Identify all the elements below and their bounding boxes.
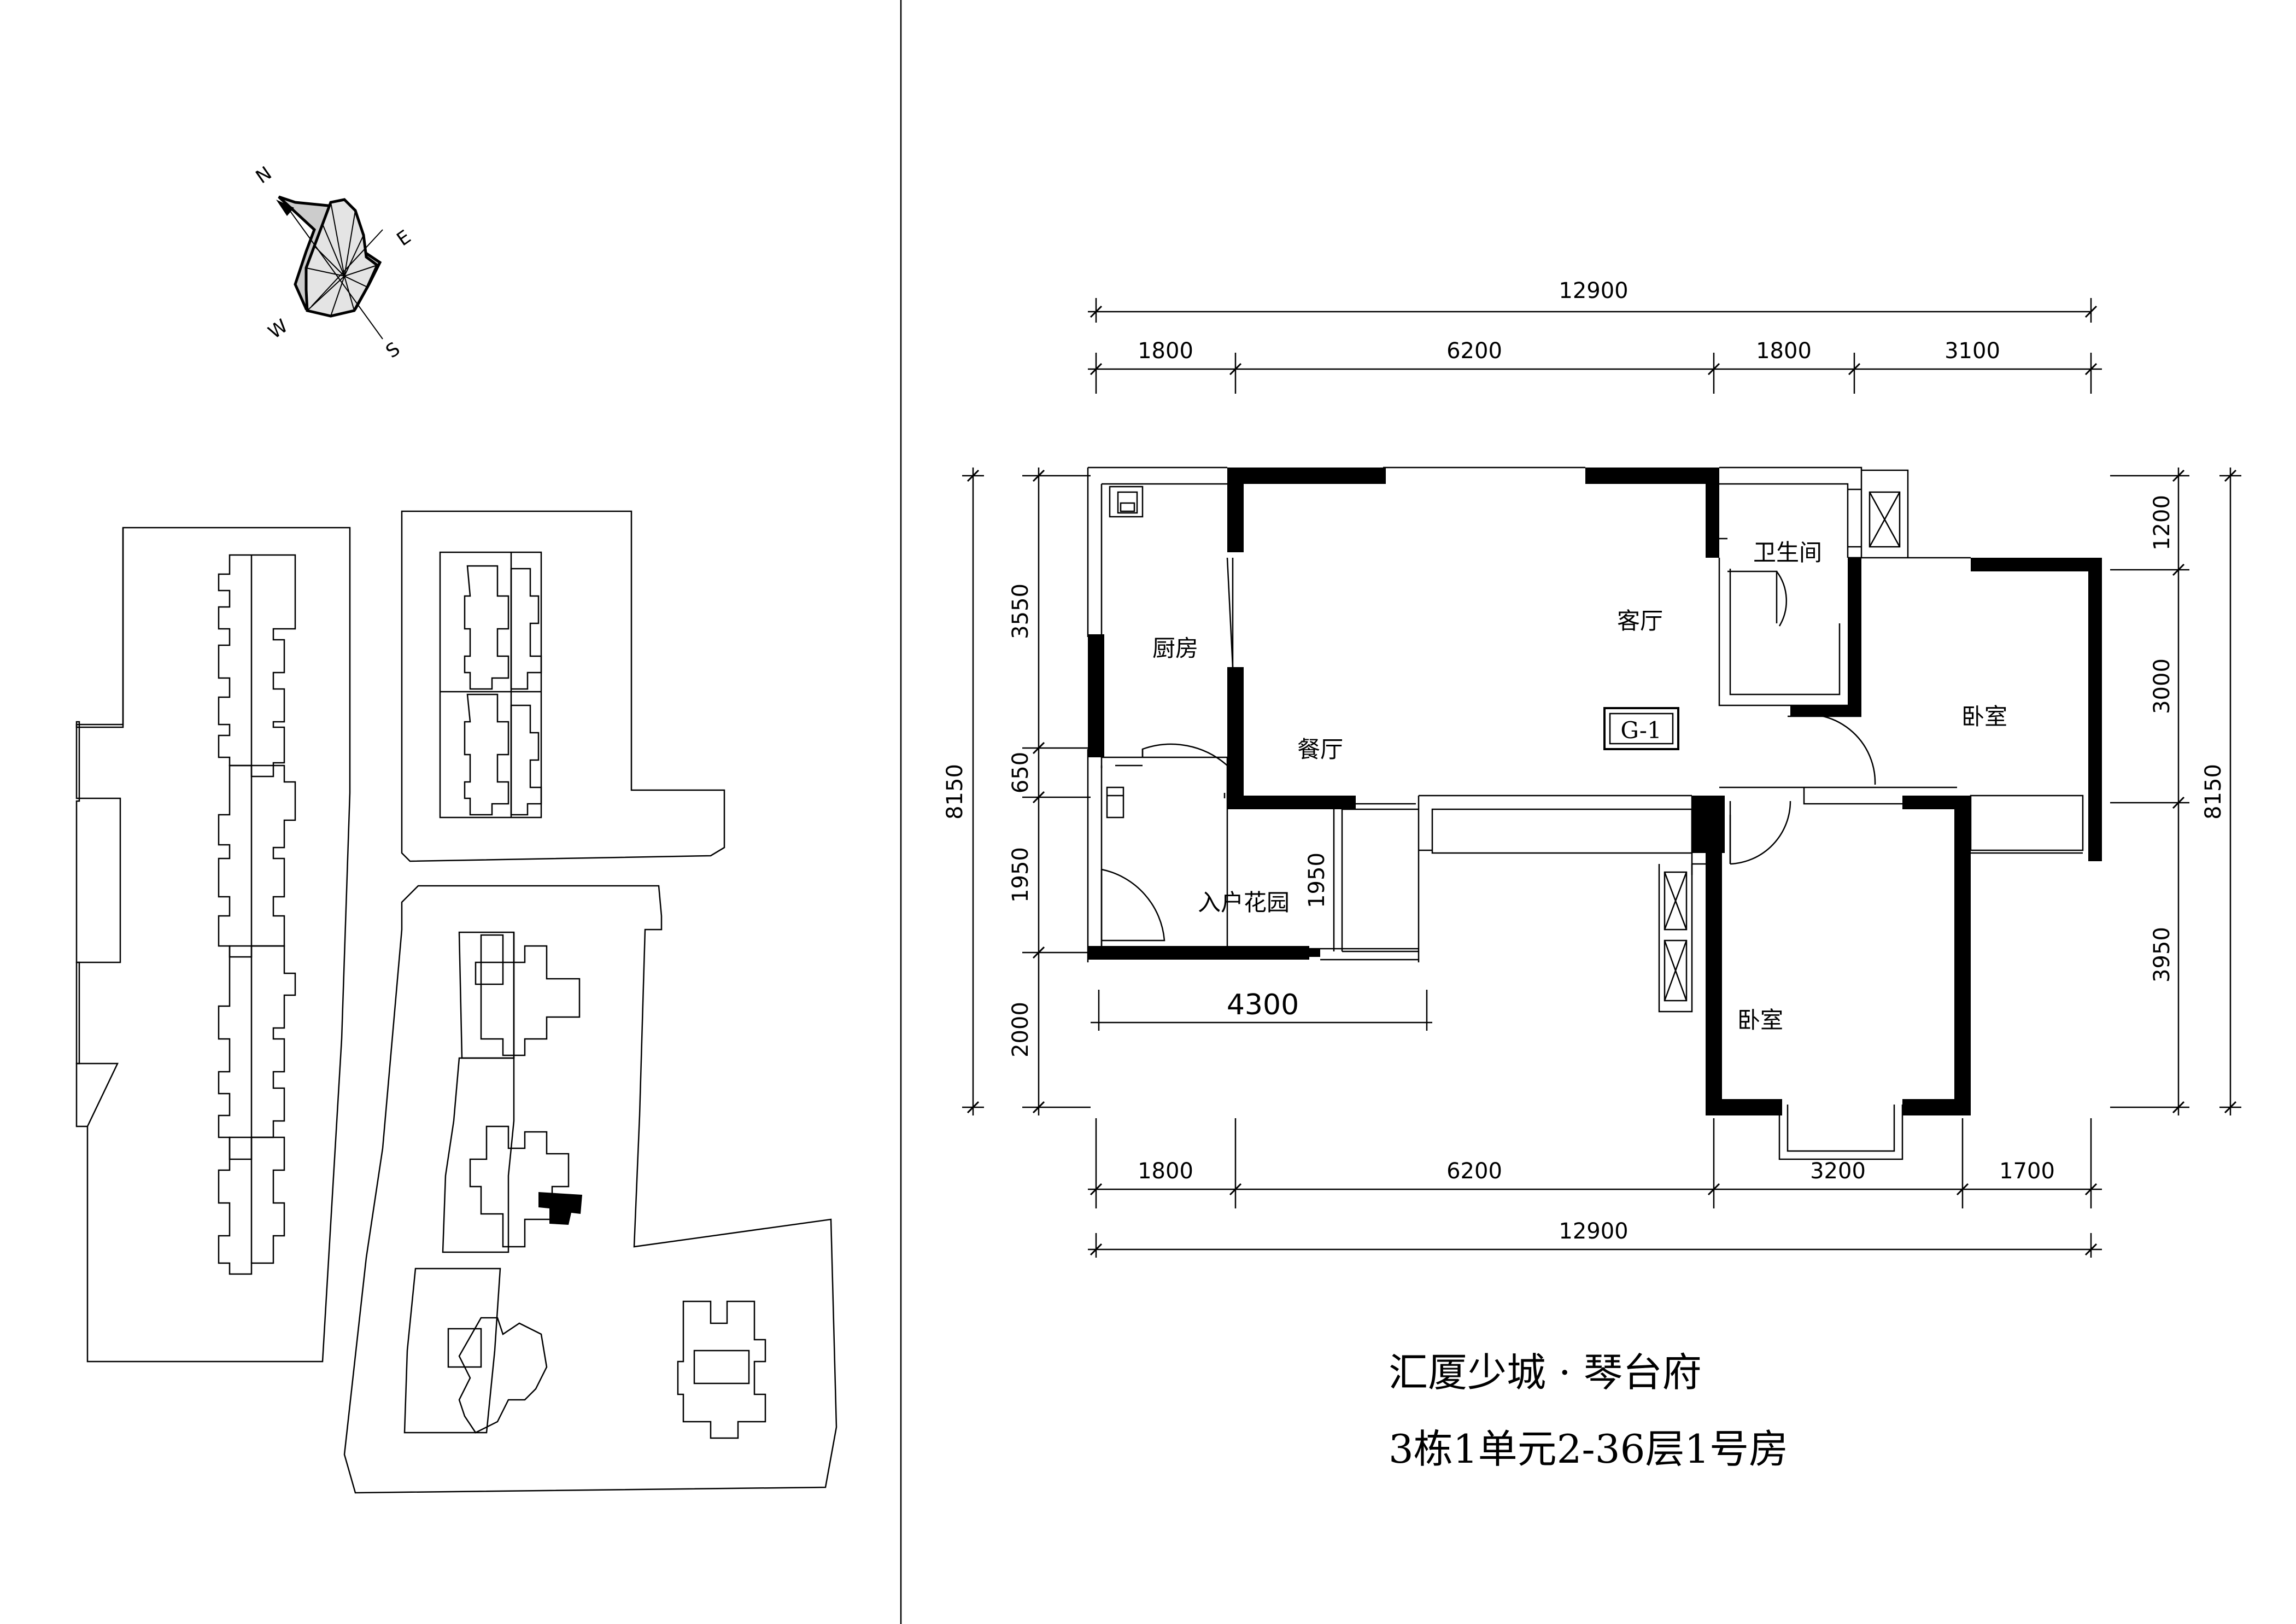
dim-top-3: 1800 [1756, 338, 1812, 364]
project-title: 汇厦少城 · 琴台府 [1389, 1350, 1702, 1395]
compass-north-label: N [252, 162, 276, 188]
dim-bottom-2: 6200 [1446, 1159, 1502, 1184]
room-label-bathroom: 卫生间 [1753, 539, 1822, 566]
site-plan [75, 510, 837, 1494]
dim-top-total: 12900 [1559, 278, 1628, 303]
dim-bottom-3: 3200 [1810, 1159, 1866, 1184]
compass-south-label: S [382, 338, 405, 363]
room-label-bedroom-1: 卧室 [1961, 703, 2007, 730]
room-label-dining: 餐厅 [1297, 736, 1343, 763]
dim-bottom-total: 12900 [1559, 1219, 1628, 1244]
dim-top-1: 1800 [1138, 338, 1193, 364]
unit-tag-label: G-1 [1620, 717, 1661, 744]
room-label-kitchen: 厨房 [1152, 635, 1198, 662]
room-label-entry-garden: 入户花园 [1198, 889, 1290, 916]
dim-inner-width: 4300 [1227, 989, 1299, 1021]
dim-bottom-1: 1800 [1138, 1159, 1193, 1184]
dim-right-1: 1200 [2149, 495, 2175, 551]
dim-right-2: 3000 [2149, 658, 2175, 714]
unit-title: 3栋1单元2-36层1号房 [1389, 1426, 1788, 1472]
compass-east-label: E [393, 226, 415, 250]
dim-left-total: 8150 [942, 764, 968, 820]
apartment-floor-plan: G-1 厨房 客厅 卫生间 餐厅 卧室 卧室 入户花园 [942, 278, 2241, 1258]
dim-left-2: 650 [1008, 752, 1033, 793]
highlighted-unit-marker [538, 1192, 582, 1225]
dim-bottom-4: 1700 [1999, 1159, 2055, 1184]
dim-right-3: 3950 [2149, 927, 2175, 983]
dim-right-total: 8150 [2201, 764, 2226, 820]
dim-top-2: 6200 [1446, 338, 1502, 364]
dim-left-4: 2000 [1008, 1002, 1033, 1058]
dim-left-3: 1950 [1008, 847, 1033, 903]
room-label-bedroom-2: 卧室 [1737, 1007, 1783, 1033]
unit-tag-box [1603, 707, 1679, 750]
compass-west-label: W [265, 315, 292, 343]
compass-rose: N E S W [252, 162, 415, 363]
dim-inner-garden: 1950 [1304, 852, 1329, 908]
room-label-living: 客厅 [1617, 607, 1663, 634]
dim-top-4: 3100 [1944, 338, 2000, 364]
dim-left-1: 3550 [1008, 583, 1033, 639]
